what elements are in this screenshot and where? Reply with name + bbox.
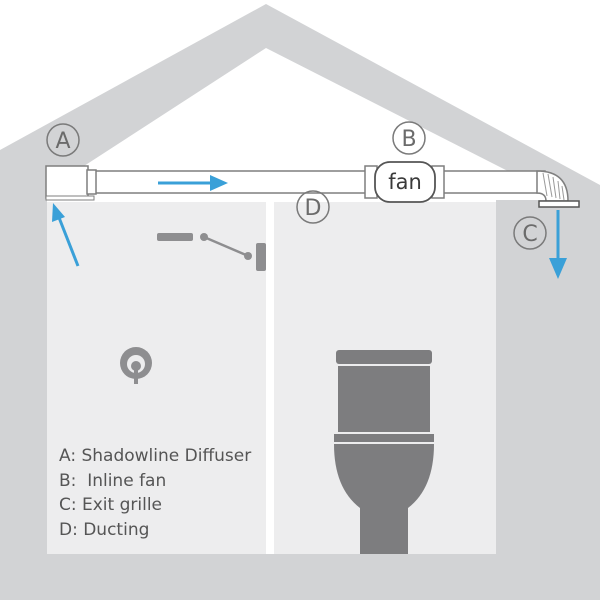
left-room [47, 200, 266, 554]
airflow-arrow-intake [52, 203, 80, 267]
legend: A: Shadowline Diffuser B: Inline fan C: … [59, 444, 251, 542]
room-divider [266, 200, 274, 554]
label-a: A [46, 123, 80, 157]
inline-fan-icon: fan [364, 161, 445, 203]
airflow-arrow-duct [158, 175, 228, 191]
label-b: B [392, 121, 426, 155]
svg-text:A: A [55, 129, 70, 154]
svg-text:B: B [401, 127, 416, 152]
label-d: D [296, 190, 330, 224]
light-switch-icon [120, 347, 152, 384]
fan-label: fan [388, 170, 422, 194]
exit-grille-icon [536, 170, 580, 208]
airflow-arrow-exhaust [549, 210, 567, 279]
label-c: C [513, 216, 547, 250]
svg-text:D: D [305, 196, 322, 221]
legend-item-b: B: Inline fan [59, 470, 167, 491]
towel-rail-icon [157, 233, 266, 271]
legend-item-c: C: Exit grille [59, 495, 163, 515]
legend-item-a: A: Shadowline Diffuser [59, 446, 252, 466]
legend-item-d: D: Ducting [59, 519, 150, 540]
shadowline-diffuser-icon [45, 165, 97, 201]
ceiling-line [47, 198, 496, 202]
toilet-icon [334, 350, 434, 554]
svg-text:C: C [522, 222, 537, 247]
